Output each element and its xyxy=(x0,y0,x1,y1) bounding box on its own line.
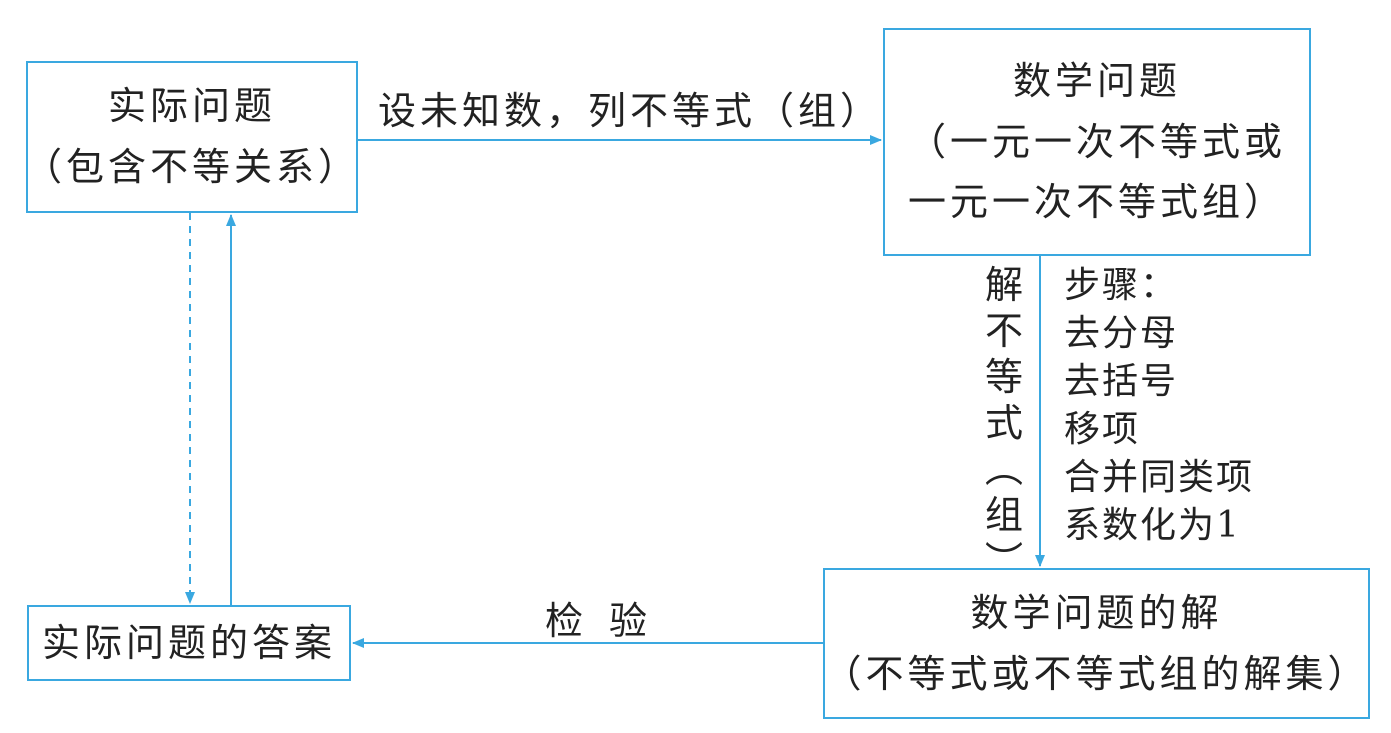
step-item: 系数化为1 xyxy=(1064,505,1241,546)
answer-box: 实际问题的答案 xyxy=(27,605,351,681)
step-item: 移项 xyxy=(1064,409,1141,450)
step-item: 合并同类项 xyxy=(1064,457,1255,498)
solve-char: ︶ xyxy=(984,539,1023,583)
actual-problem-subtitle: （包含不等关系） xyxy=(24,145,361,189)
solution-title: 数学问题的解 xyxy=(970,590,1223,635)
solve-char: 组 xyxy=(984,493,1023,537)
actual-problem-title: 实际问题 xyxy=(107,84,276,129)
math-problem-line2: （一元一次不等式或 xyxy=(907,119,1286,164)
solve-char: 式 xyxy=(984,401,1023,445)
answer-title: 实际问题的答案 xyxy=(41,620,336,665)
solve-char: 解 xyxy=(984,263,1023,307)
solve-char: ︵ xyxy=(984,447,1023,491)
setup-arrow-label: 设未知数，列不等式（组） xyxy=(378,89,883,133)
math-problem-box: 数学问题 （一元一次不等式或 一元一次不等式组） xyxy=(883,28,1311,256)
solution-subtitle: （不等式或不等式组的解集） xyxy=(823,651,1370,696)
step-item: 去分母 xyxy=(1064,313,1179,354)
steps-list: 步骤： 去分母 去括号 移项 合并同类项 系数化为1 xyxy=(1064,262,1254,550)
math-problem-title: 数学问题 xyxy=(1012,58,1181,103)
solve-char: 等 xyxy=(984,355,1023,399)
steps-title: 步骤： xyxy=(1064,265,1179,306)
actual-problem-box: 实际问题 （包含不等关系） xyxy=(24,61,361,213)
solution-box: 数学问题的解 （不等式或不等式组的解集） xyxy=(823,568,1370,719)
step-item: 去括号 xyxy=(1064,361,1179,402)
solve-char: 不 xyxy=(984,309,1023,353)
solve-arrow-label: 解 不 等 式 ︵ 组 ︶ xyxy=(982,262,1026,584)
check-arrow-label: 检验 xyxy=(545,599,674,643)
math-problem-line3: 一元一次不等式组） xyxy=(907,180,1286,225)
